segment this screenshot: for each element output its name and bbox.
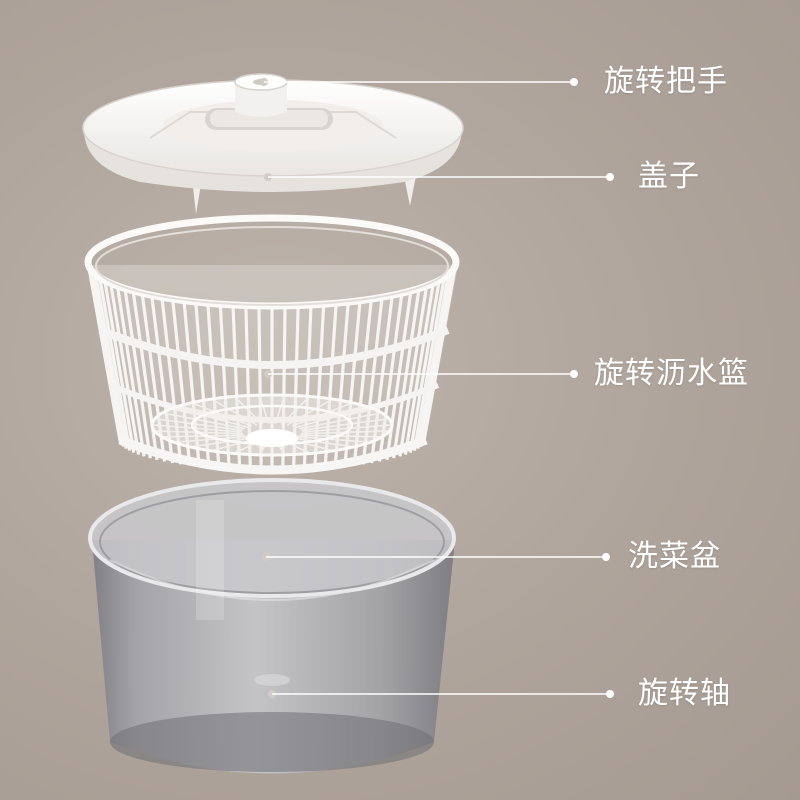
basket-slat — [408, 279, 441, 453]
basket-slat — [392, 286, 421, 459]
leader-rotary-handle — [260, 78, 578, 86]
leader-lines — [260, 78, 614, 698]
wash-bowl-drawing — [88, 478, 456, 774]
basket-slat — [93, 273, 128, 449]
basket-slat — [103, 279, 136, 453]
basket-slat — [418, 270, 454, 447]
label-wash-bowl: 洗菜盆 — [628, 539, 721, 574]
basket-slat — [422, 261, 458, 441]
lid-drawing — [82, 73, 464, 214]
basket-slat — [115, 284, 146, 457]
leader-spin-basket — [264, 370, 578, 378]
basket-slat — [90, 270, 126, 447]
basket-slat — [398, 284, 429, 457]
basket-slat — [416, 273, 451, 449]
leader-spin-axis — [268, 690, 614, 698]
basket-slat — [98, 276, 132, 451]
label-lid: 盖子 — [638, 159, 700, 194]
spin-basket-drawing — [84, 214, 460, 475]
label-spin-basket: 旋转沥水篮 — [594, 356, 749, 391]
label-rotary-handle: 旋转把手 — [604, 64, 728, 99]
basket-slat — [108, 281, 141, 455]
basket-slat — [88, 267, 124, 445]
label-spin-axis: 旋转轴 — [638, 676, 731, 711]
basket-slat — [403, 281, 436, 455]
leader-lid — [264, 173, 614, 181]
leader-wash-bowl — [262, 553, 610, 561]
basket-slat — [412, 276, 446, 451]
basket-slat — [123, 286, 152, 459]
